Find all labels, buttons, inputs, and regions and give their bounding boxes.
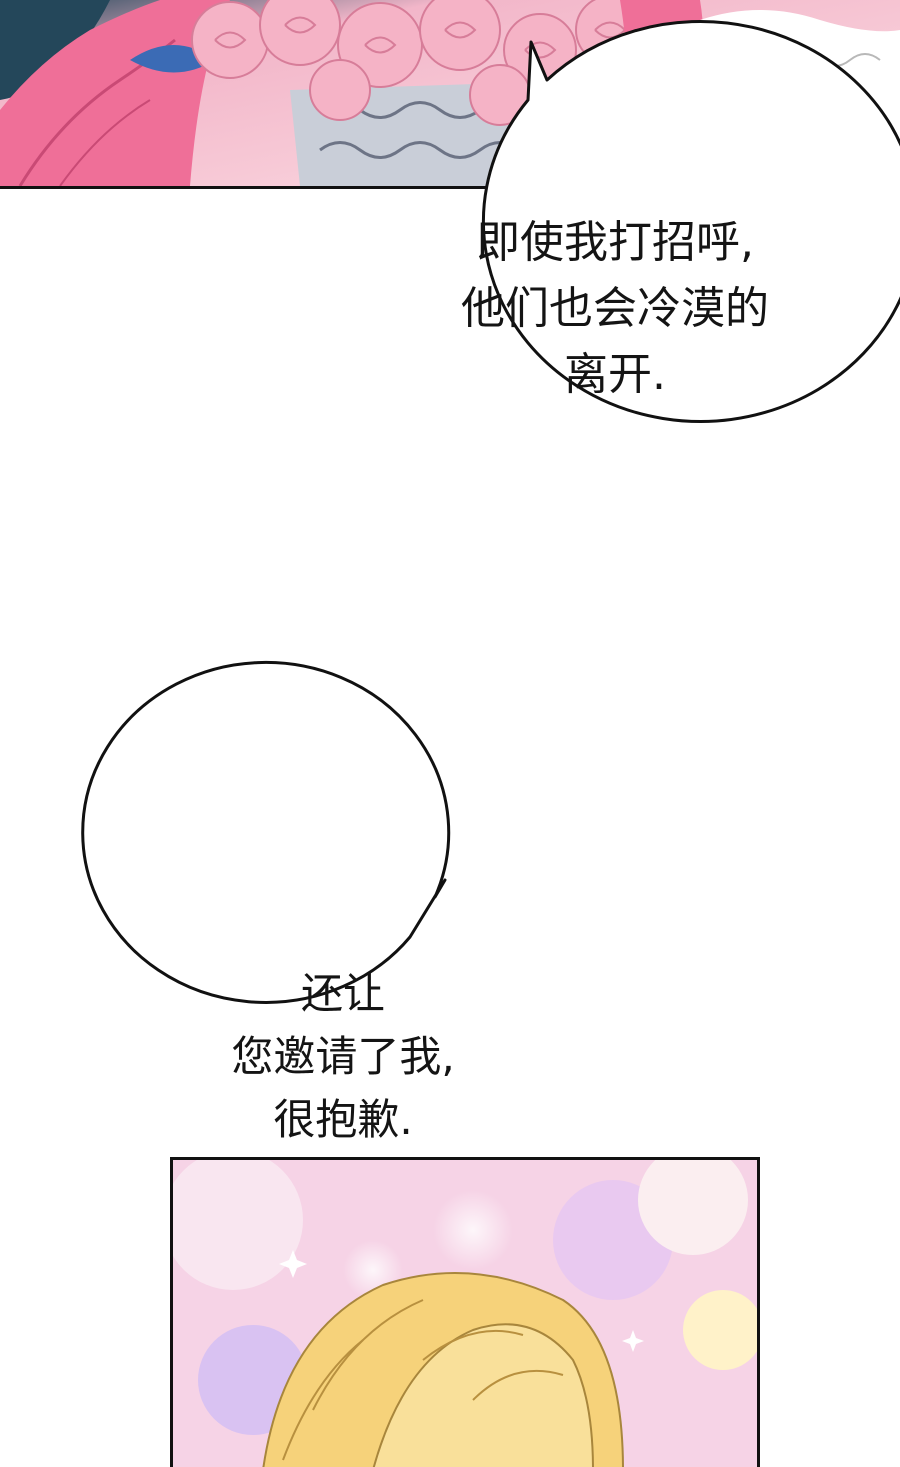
bubble-1-line-1: 即使我打招呼, <box>476 217 754 268</box>
blonde-hair-illustration <box>173 1160 757 1467</box>
speech-bubble-2 <box>81 660 451 1004</box>
bubble-2-line-2: 您邀请了我, <box>231 1032 455 1081</box>
bubble-1-line-3: 离开. <box>564 349 666 400</box>
roses-illustration <box>0 0 900 186</box>
bottom-artwork-panel <box>170 1157 760 1467</box>
speech-bubble-2-text: 还让 您邀请了我, 很抱歉. <box>178 962 508 1151</box>
bubble-1-line-2: 他们也会冷漠的 <box>461 283 769 334</box>
bubble-2-line-3: 很抱歉. <box>273 1095 413 1144</box>
bubble-2-line-1: 还让 <box>300 969 385 1018</box>
speech-bubble-1-text: 即使我打招呼, 他们也会冷漠的 离开. <box>410 210 820 408</box>
top-artwork-panel <box>0 0 900 189</box>
